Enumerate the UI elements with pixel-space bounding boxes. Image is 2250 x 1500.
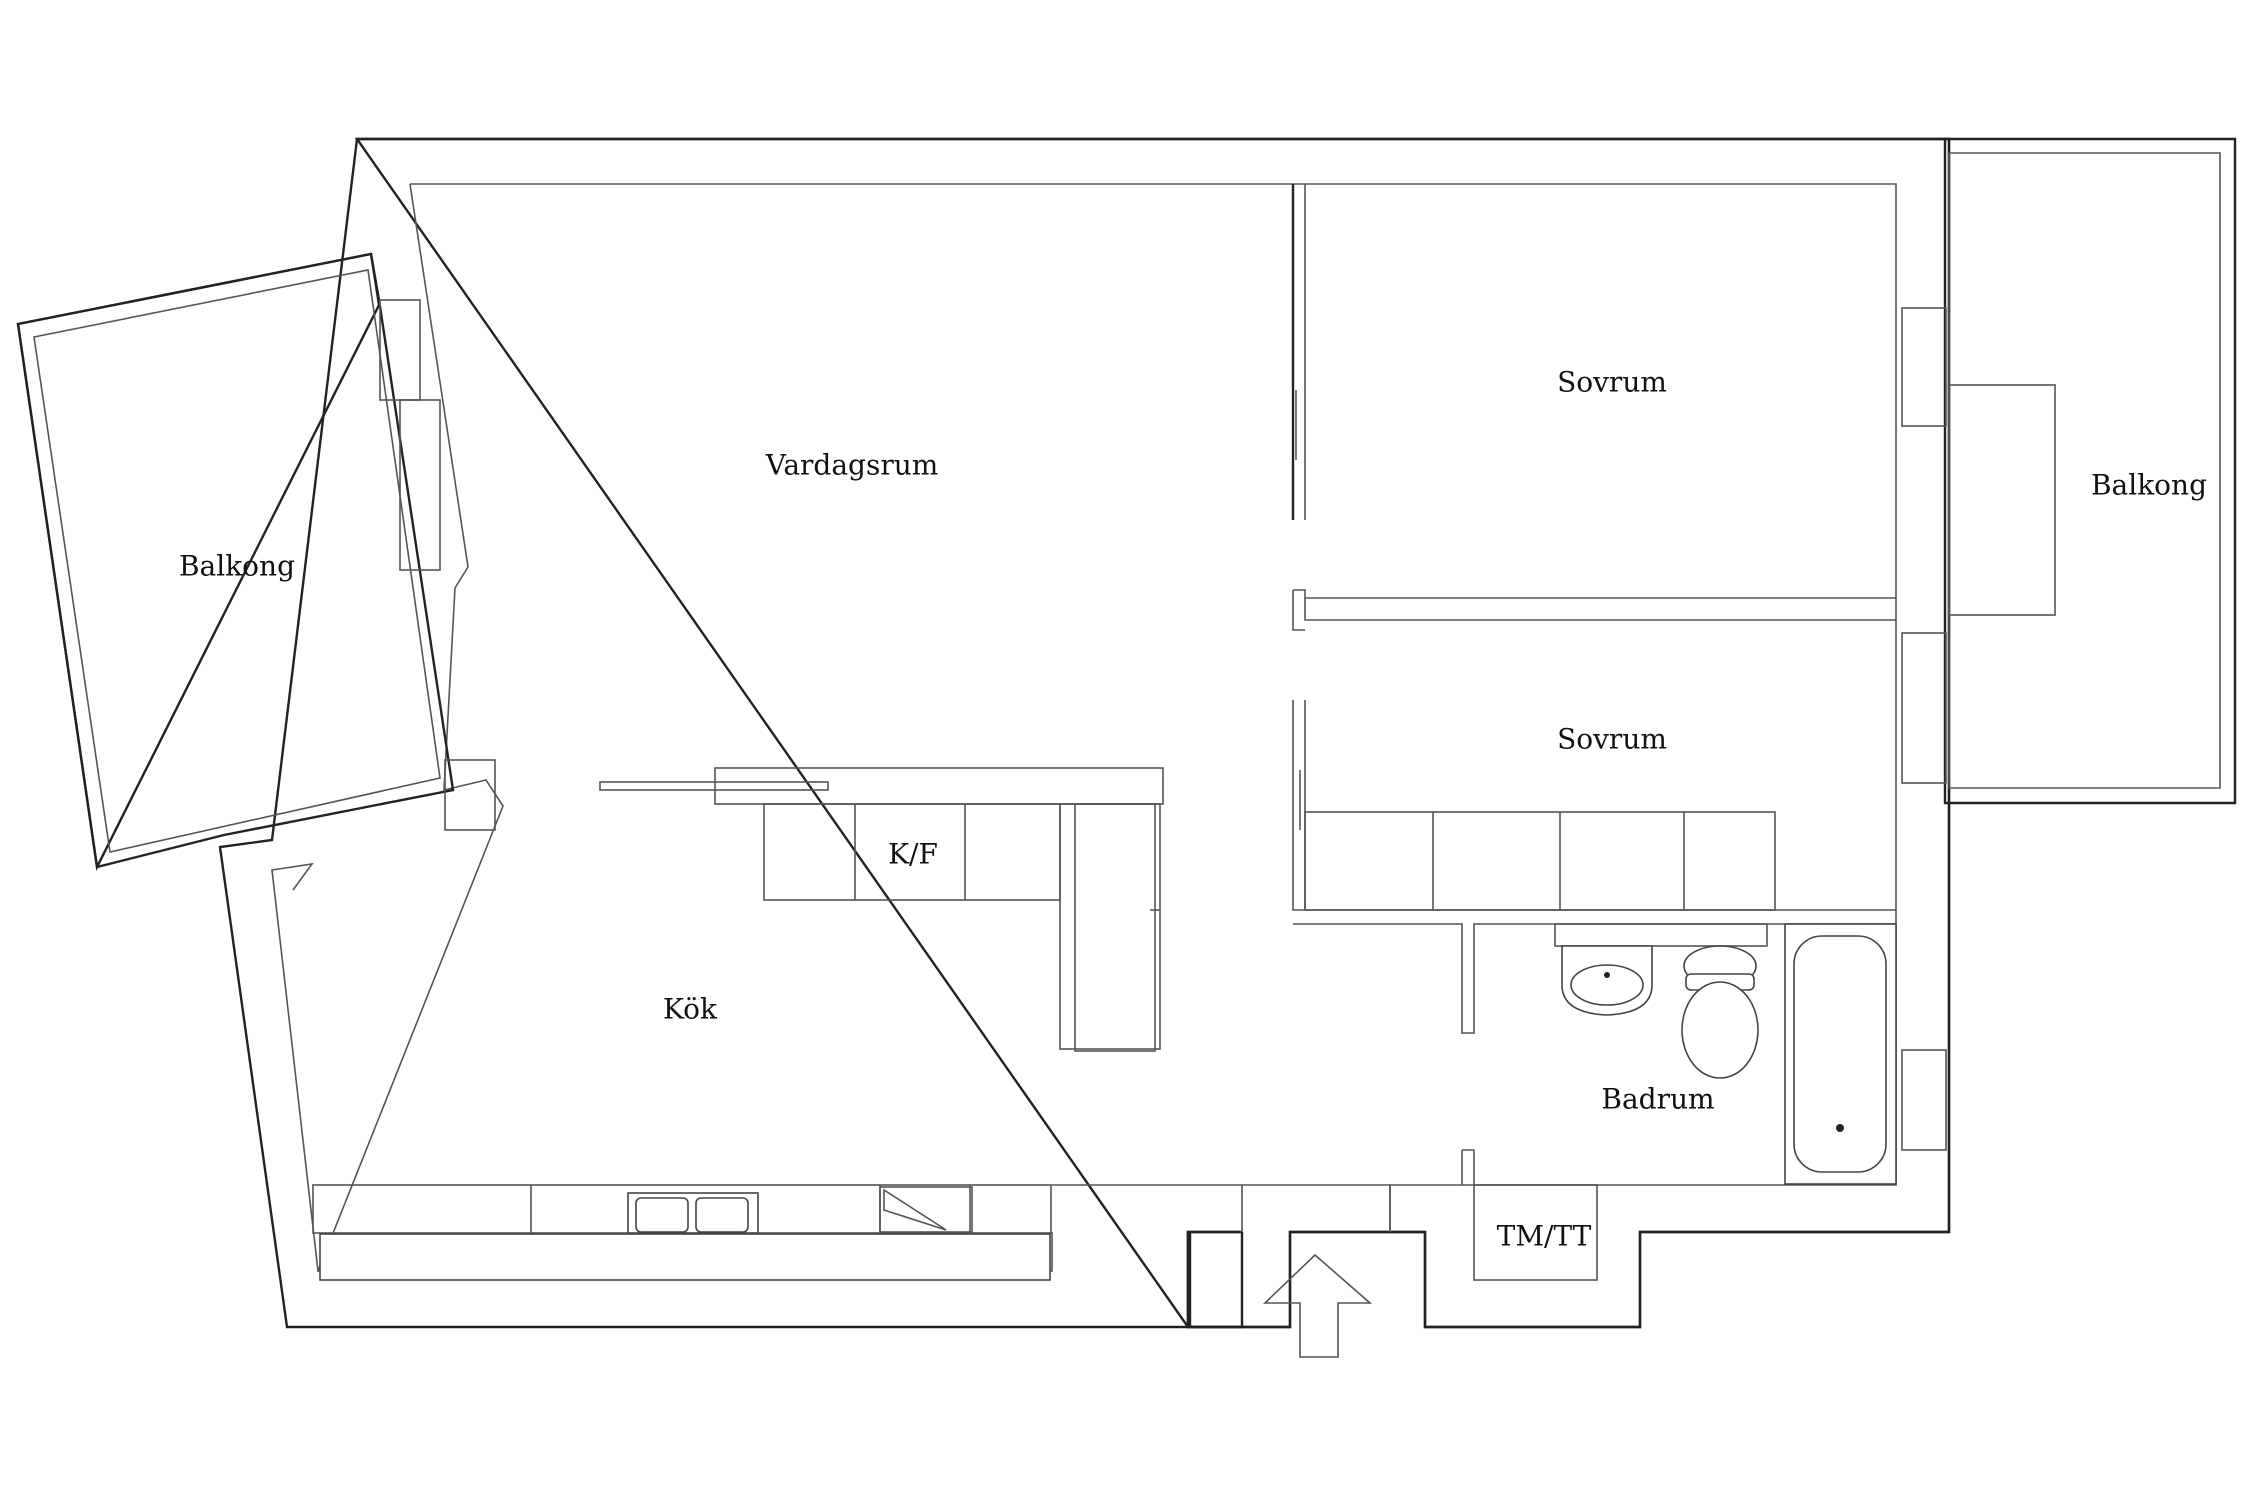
outer-walls <box>218 137 1951 1329</box>
bathroom-fixtures <box>1554 923 1897 1185</box>
interior-walls <box>1052 184 1896 1232</box>
kitchen-counter <box>312 1184 1052 1281</box>
wardrobes <box>1304 811 1776 911</box>
label-kitchen: Kök <box>663 993 718 1026</box>
label-bedroom-2: Sovrum <box>1557 723 1667 756</box>
label-balcony-right: Balkong <box>2091 469 2207 502</box>
label-bedroom-1: Sovrum <box>1557 366 1667 399</box>
label-bathroom: Badrum <box>1601 1083 1714 1116</box>
label-laundry: TM/TT <box>1497 1220 1592 1253</box>
label-fridge-freezer: K/F <box>888 838 938 871</box>
label-balcony-left: Balkong <box>179 550 295 583</box>
balcony-right <box>1901 137 2237 1151</box>
entrance-arrow-icon <box>1263 1253 1373 1358</box>
balcony-left <box>16 252 496 871</box>
kitchen-island <box>599 767 1164 1052</box>
label-living-room: Vardagsrum <box>765 449 939 482</box>
laundry-unit <box>1473 1184 1598 1281</box>
